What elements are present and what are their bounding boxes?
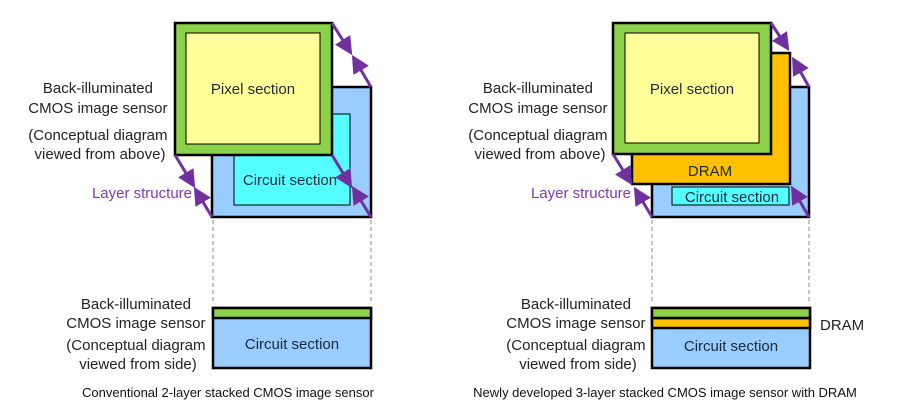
side-dram-label: DRAM [820,317,864,334]
circuit-section-label: Circuit section [243,172,337,189]
left-guides [212,220,372,302]
side-dram-layer [650,316,812,330]
circuit-section [671,186,790,206]
pixel-section [185,32,321,145]
right-guides [651,220,810,302]
right-caption: Newly developed 3-layer stacked CMOS ima… [473,385,857,400]
pixel-section-label: Pixel section [211,81,295,98]
side-circuit-label: Circuit section [245,336,339,353]
left-side-view: Circuit section Back-illuminated CMOS im… [66,296,374,400]
side-sensor-label: Back-illuminated CMOS image sensor (Conc… [506,296,649,373]
pixel-section-label: Pixel section [650,81,734,98]
side-circuit-label: Circuit section [684,338,778,355]
sensor-label: Back-illuminated CMOS image sensor (Conc… [468,80,611,163]
sensor-label: Back-illuminated CMOS image sensor (Conc… [28,80,171,163]
dram-label: DRAM [688,163,732,180]
layer-arrows [173,22,373,218]
pixel-section [624,32,760,144]
right-side-view: Circuit section DRAM Back-illuminated CM… [473,296,864,400]
layer-structure-label: Layer structure [531,185,631,202]
layer-structure-label: Layer structure [92,185,192,202]
side-pixel-layer [650,306,812,320]
left-caption: Conventional 2-layer stacked CMOS image … [82,385,375,400]
layer-arrows [611,22,811,218]
side-pixel-layer [211,306,373,320]
circuit-section-label: Circuit section [685,189,779,206]
side-sensor-label: Back-illuminated CMOS image sensor (Conc… [66,296,209,373]
right-top-view: Circuit section DRAM Pixel section Back-… [468,21,811,219]
left-top-view: Circuit section Pixel section Back-illum… [28,21,373,219]
